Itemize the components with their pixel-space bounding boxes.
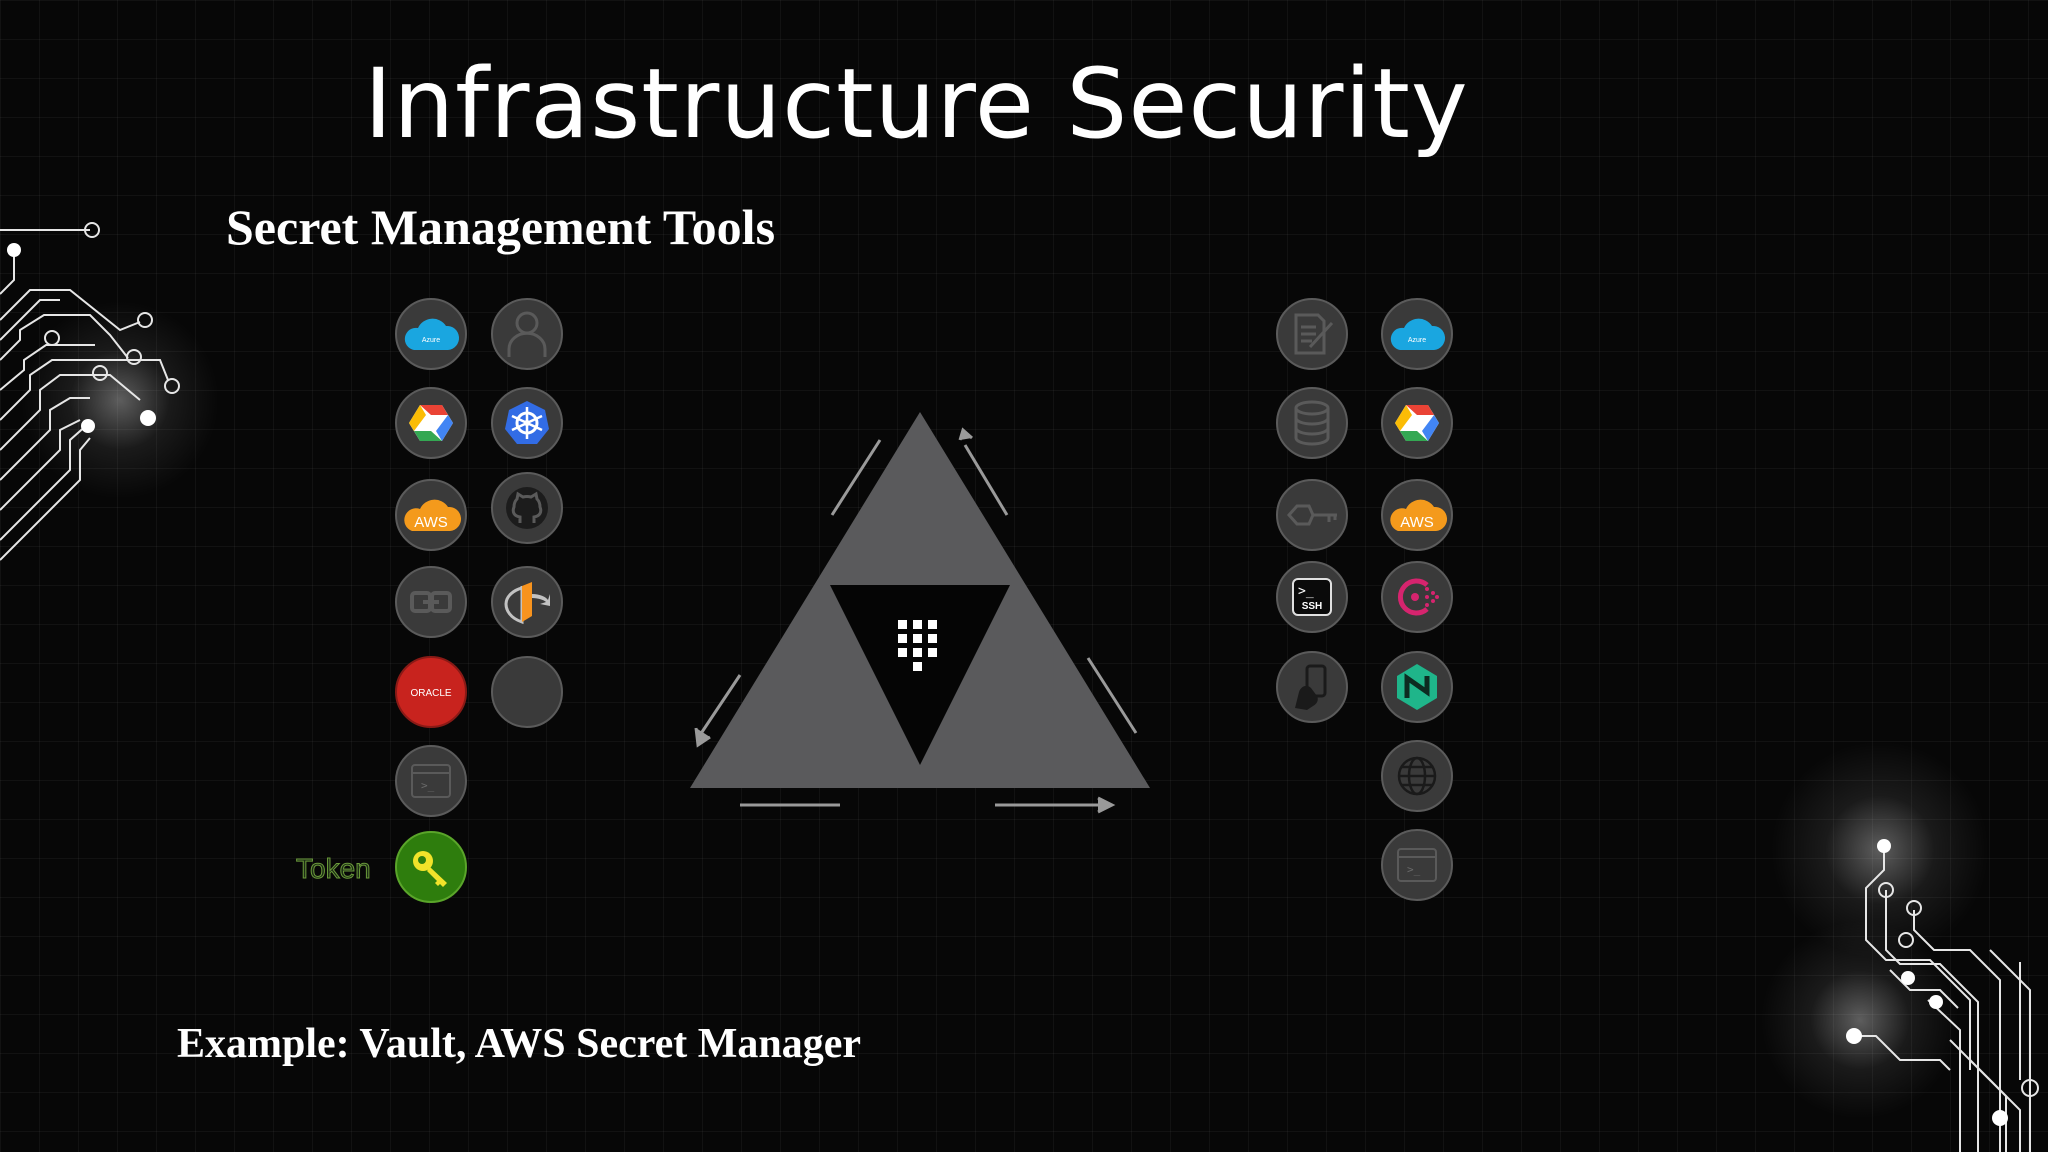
oracle-label: ORACLE [410, 688, 451, 699]
vault-logo [690, 412, 1150, 814]
globe-icon [1381, 740, 1453, 812]
nomad-icon [1381, 651, 1453, 723]
token-label: Token [296, 853, 372, 885]
link-icon [395, 566, 467, 638]
github-icon [491, 472, 563, 544]
slide-subtitle: Secret Management Tools [226, 199, 776, 255]
aws-icon: AWS [1381, 479, 1453, 551]
vault-inner-triangle [830, 585, 1010, 765]
aws-label: AWS [1400, 514, 1434, 531]
terminal-label: >_ [1407, 863, 1421, 876]
azure-icon: Azure [1381, 298, 1453, 370]
token-key-icon [395, 831, 467, 903]
oracle-icon: ORACLE [395, 656, 467, 728]
mobile-auth-icon [1276, 651, 1348, 723]
svg-text:>_: >_ [1298, 584, 1314, 599]
google-cloud-icon [395, 387, 467, 459]
user-icon [491, 298, 563, 370]
circuit-decoration-left [0, 222, 180, 561]
blank-icon [491, 656, 563, 728]
google-cloud-icon [1381, 387, 1453, 459]
terminal-icon: >_ [395, 745, 467, 817]
glow-right-top [1770, 740, 1990, 960]
database-icon [1276, 387, 1348, 459]
ssh-icon: >_ SSH [1276, 561, 1348, 633]
azure-label: Azure [1408, 337, 1426, 344]
glow-left [20, 300, 220, 500]
consul-icon [1381, 561, 1453, 633]
azure-icon: Azure [395, 298, 467, 370]
glow-right-bottom [1760, 920, 1960, 1120]
terminal-icon: >_ [1381, 829, 1453, 901]
cycle-arrows [694, 427, 1138, 814]
aws-icon: AWS [395, 479, 467, 551]
ssh-label: SSH [1302, 601, 1323, 612]
slide-title: Infrastructure Security [364, 48, 1469, 160]
vault-keypad [898, 620, 937, 671]
openid-icon [491, 566, 563, 638]
circuit-decoration-right [1846, 839, 2039, 1152]
kubernetes-icon [491, 387, 563, 459]
key-icon [1276, 479, 1348, 551]
document-icon [1276, 298, 1348, 370]
aws-label: AWS [414, 514, 448, 531]
terminal-label: >_ [421, 779, 435, 792]
azure-label: Azure [422, 337, 440, 344]
example-text: Example: Vault, AWS Secret Manager [177, 1021, 862, 1067]
